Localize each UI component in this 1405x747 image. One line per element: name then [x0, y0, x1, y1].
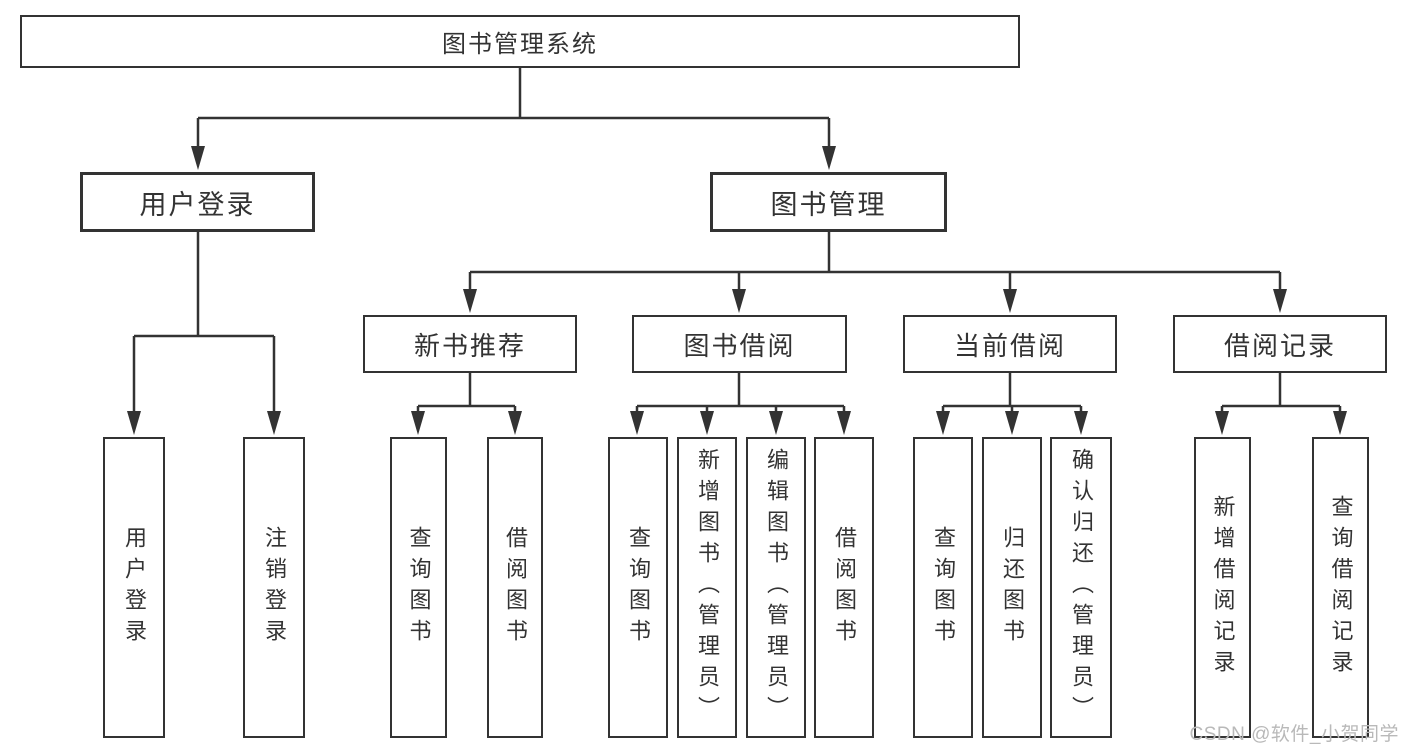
leaf-query-borrow-record: 查询借阅记录: [1312, 437, 1369, 738]
leaf-query-books-recommend: 查询图书: [390, 437, 447, 738]
leaf-query-books-borrow: 查询图书: [608, 437, 668, 738]
leaf-query-borrow-record-label: 查询借阅记录: [1328, 494, 1354, 681]
leaf-add-books-admin: 新增图书（管理员）: [677, 437, 737, 738]
node-new-book-recommend-label: 新书推荐: [413, 330, 526, 361]
connector-newbook-to-leaves: [416, 373, 517, 415]
leaf-borrow-books-label: 借阅图书: [832, 525, 857, 650]
node-user-login: 用户登录: [80, 172, 315, 232]
leaf-return-books-label: 归还图书: [1000, 525, 1025, 650]
node-user-login-label: 用户登录: [139, 189, 256, 220]
node-book-borrow: 图书借阅: [632, 315, 847, 373]
csdn-watermark: CSDN @软件_小贺同学: [1189, 724, 1399, 745]
node-library-system-label: 图书管理系统: [442, 31, 598, 58]
connector-bookborrow-to-leaves: [635, 373, 846, 415]
connector-userlogin-to-leaves: [132, 232, 276, 415]
node-new-book-recommend: 新书推荐: [363, 315, 577, 373]
leaf-borrow-books: 借阅图书: [814, 437, 874, 738]
leaf-borrow-books-recommend: 借阅图书: [487, 437, 543, 738]
leaf-add-borrow-record: 新增借阅记录: [1194, 437, 1251, 738]
node-library-system: 图书管理系统: [20, 15, 1020, 68]
connector-root-to-level2: [196, 68, 831, 150]
leaf-edit-books-admin: 编辑图书（管理员）: [746, 437, 806, 738]
leaf-user-login-label: 用户登录: [122, 525, 147, 650]
leaf-query-books-recommend-label: 查询图书: [406, 525, 432, 650]
connector-records-to-leaves: [1220, 373, 1342, 415]
node-book-management: 图书管理: [710, 172, 947, 232]
leaf-return-books: 归还图书: [982, 437, 1042, 738]
leaf-confirm-return-admin: 确认归还（管理员）: [1050, 437, 1112, 738]
node-current-borrow-label: 当前借阅: [953, 330, 1066, 361]
connector-bookmgmt-to-modules: [468, 232, 1282, 293]
node-borrow-records-label: 借阅记录: [1223, 330, 1336, 361]
leaf-borrow-books-recommend-label: 借阅图书: [503, 525, 528, 650]
leaf-query-books-borrow-label: 查询图书: [626, 525, 651, 650]
leaf-add-borrow-record-label: 新增借阅记录: [1210, 494, 1236, 681]
leaf-logout-label: 注销登录: [262, 525, 287, 650]
node-book-management-label: 图书管理: [770, 189, 887, 220]
connector-currentborrow-to-leaves: [941, 373, 1083, 415]
node-borrow-records: 借阅记录: [1173, 315, 1387, 373]
leaf-logout: 注销登录: [243, 437, 305, 738]
leaf-query-books-current: 查询图书: [913, 437, 973, 738]
leaf-edit-books-admin-label: 编辑图书（管理员）: [764, 448, 789, 727]
leaf-add-books-admin-label: 新增图书（管理员）: [695, 448, 720, 727]
arrowheads: [127, 146, 1347, 435]
leaf-query-books-current-label: 查询图书: [931, 525, 956, 650]
node-book-borrow-label: 图书借阅: [683, 330, 796, 361]
leaf-confirm-return-admin-label: 确认归还（管理员）: [1069, 448, 1094, 727]
node-current-borrow: 当前借阅: [903, 315, 1117, 373]
leaf-user-login: 用户登录: [103, 437, 165, 738]
